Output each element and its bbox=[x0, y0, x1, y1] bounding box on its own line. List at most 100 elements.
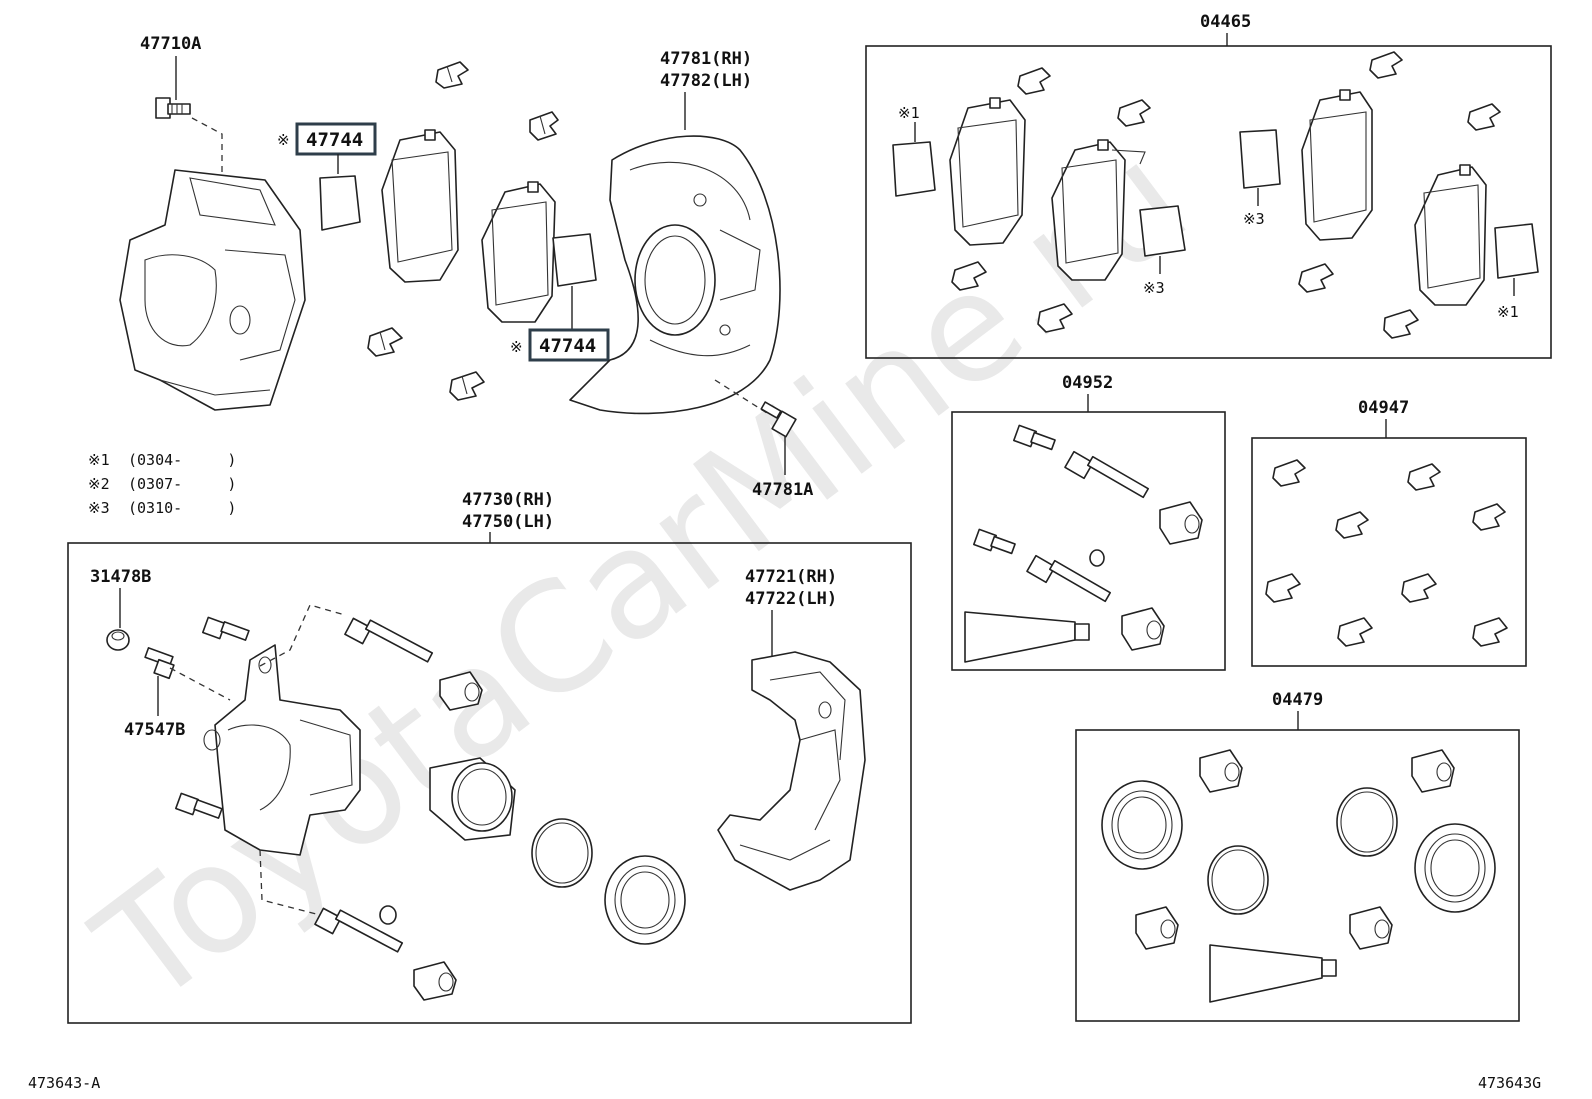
kit-slide-pin-1[interactable] bbox=[1064, 450, 1150, 499]
slide-pin-upper[interactable] bbox=[344, 617, 434, 663]
cylinder-boot[interactable] bbox=[604, 855, 686, 945]
pad-kit-shim-3[interactable] bbox=[1239, 129, 1281, 189]
label-47710A[interactable]: 47710A bbox=[140, 34, 201, 54]
pad-kit-shim-4[interactable] bbox=[1494, 223, 1539, 279]
pad-kit-clip-1[interactable] bbox=[1017, 67, 1051, 95]
label-31478B[interactable]: 31478B bbox=[90, 567, 151, 587]
label-47750LH[interactable]: 47750(LH) bbox=[462, 512, 554, 532]
clip-kit-clip-7[interactable] bbox=[1337, 617, 1373, 647]
label-47722LH[interactable]: 47722(LH) bbox=[745, 589, 837, 609]
clip-kit-clip-1[interactable] bbox=[1272, 459, 1306, 487]
seal-kit-boot-2[interactable] bbox=[1414, 823, 1496, 913]
seal-kit-bushing-4[interactable] bbox=[1349, 906, 1393, 950]
note-range-2: (0307- ) bbox=[128, 475, 236, 493]
label-04947[interactable]: 04947 bbox=[1358, 398, 1409, 418]
anti-rattle-clip-1[interactable] bbox=[435, 61, 469, 89]
caliper-cylinder-top[interactable] bbox=[119, 169, 306, 411]
seal-kit-bushing-1[interactable] bbox=[1199, 749, 1243, 793]
piston-seal[interactable] bbox=[531, 818, 593, 888]
kit-bushing-2[interactable] bbox=[1121, 607, 1165, 651]
dust-cover-bolt[interactable] bbox=[760, 401, 797, 438]
caliper-bolt-upper[interactable] bbox=[202, 616, 250, 641]
pad-kit-clip-5[interactable] bbox=[951, 261, 987, 291]
clip-kit-clip-6[interactable] bbox=[1401, 573, 1437, 603]
kit-ring[interactable] bbox=[1089, 549, 1105, 567]
pad-kit-pad-3[interactable] bbox=[1301, 89, 1373, 241]
pad-kit-clip-3[interactable] bbox=[1369, 51, 1403, 79]
kit-bolt-2[interactable] bbox=[973, 528, 1016, 555]
label-47744-1[interactable]: 47744 bbox=[306, 129, 363, 151]
kit-bushing-1[interactable] bbox=[1159, 501, 1203, 545]
label-04952[interactable]: 04952 bbox=[1062, 373, 1113, 393]
caliper-bolt[interactable] bbox=[155, 97, 191, 119]
seal-kit-boot-1[interactable] bbox=[1101, 780, 1183, 870]
clip-kit-clip-5[interactable] bbox=[1265, 573, 1301, 603]
clip-kit-clip-8[interactable] bbox=[1472, 617, 1508, 647]
pad-kit-clip-4[interactable] bbox=[1467, 103, 1501, 131]
note-mark-2: ※2 bbox=[88, 475, 110, 493]
label-47744-2[interactable]: 47744 bbox=[539, 335, 596, 357]
pad-kit-shim-2[interactable] bbox=[1139, 205, 1186, 257]
caliper-mounting[interactable] bbox=[717, 651, 866, 891]
anti-rattle-clip-2[interactable] bbox=[529, 111, 559, 141]
caliper-cylinder[interactable] bbox=[203, 644, 361, 856]
dashed-guide bbox=[191, 117, 223, 190]
highlight-box-47744-2[interactable] bbox=[528, 328, 610, 362]
seal-kit-seal-1[interactable] bbox=[1336, 787, 1398, 857]
pad-kit-mark-1: ※1 bbox=[898, 104, 920, 122]
footer-left-code: 473643-A bbox=[28, 1074, 100, 1092]
footer-right-code: 473643G bbox=[1478, 1074, 1541, 1092]
pad-kit-shim-1[interactable] bbox=[892, 141, 936, 197]
pad-kit-clip-6[interactable] bbox=[1037, 303, 1073, 333]
slide-pin-lower[interactable] bbox=[314, 907, 404, 953]
bleeder-plug-cap[interactable] bbox=[106, 629, 130, 651]
pad-kit-clip-2[interactable] bbox=[1117, 99, 1151, 127]
seal-kit-bushing-2[interactable] bbox=[1411, 749, 1455, 793]
dashed-guide-5 bbox=[259, 849, 321, 916]
brake-pad-outer[interactable] bbox=[381, 129, 459, 283]
label-47781A[interactable]: 47781A bbox=[752, 480, 813, 500]
note-mark-3: ※3 bbox=[88, 499, 110, 517]
anti-rattle-clip-3[interactable] bbox=[367, 327, 403, 357]
pad-shim-1[interactable] bbox=[319, 175, 361, 231]
caliper-piston[interactable] bbox=[429, 757, 516, 841]
slide-bushing-upper[interactable] bbox=[439, 671, 483, 711]
bleeder-plug[interactable] bbox=[144, 647, 175, 680]
pad-kit-pad-4[interactable] bbox=[1414, 164, 1487, 306]
label-47730RH[interactable]: 47730(RH) bbox=[462, 490, 554, 510]
pad-kit-clip-8[interactable] bbox=[1383, 309, 1419, 339]
seal-kit-bushing-3[interactable] bbox=[1135, 906, 1179, 950]
pad-shim-2[interactable] bbox=[552, 233, 597, 287]
pad-kit-pad-1[interactable] bbox=[949, 97, 1026, 246]
label-04479[interactable]: 04479 bbox=[1272, 690, 1323, 710]
label-04465[interactable]: 04465 bbox=[1200, 12, 1251, 32]
brake-pad-inner[interactable] bbox=[481, 181, 556, 323]
clip-kit-clip-4[interactable] bbox=[1472, 503, 1506, 531]
label-47547B[interactable]: 47547B bbox=[124, 720, 185, 740]
slide-bushing-lower[interactable] bbox=[413, 961, 457, 1001]
label-47782LH[interactable]: 47782(LH) bbox=[660, 71, 752, 91]
kit-grease-tube-1[interactable] bbox=[964, 611, 1090, 663]
clip-kit-box bbox=[1251, 437, 1527, 667]
anti-rattle-clip-4[interactable] bbox=[449, 371, 485, 401]
clip-kit-clip-2[interactable] bbox=[1407, 463, 1441, 491]
kit-slide-pin-2[interactable] bbox=[1026, 554, 1112, 603]
small-cap[interactable] bbox=[379, 905, 397, 925]
note-range-3: (0310- ) bbox=[128, 499, 236, 517]
pad-kit-mark-3: ※3 bbox=[1243, 210, 1265, 228]
pad-kit-mark-4: ※1 bbox=[1497, 303, 1519, 321]
caliper-bolt-lower[interactable] bbox=[175, 792, 223, 819]
seal-kit-grease-tube[interactable] bbox=[1209, 944, 1337, 1003]
kit-bolt-1[interactable] bbox=[1013, 424, 1056, 451]
slide-pin-kit-box bbox=[951, 411, 1226, 671]
disc-brake-dust-cover[interactable] bbox=[569, 135, 781, 415]
label-mark-1: ※ bbox=[277, 131, 290, 149]
label-47721RH[interactable]: 47721(RH) bbox=[745, 567, 837, 587]
pad-kit-pad-2[interactable] bbox=[1051, 139, 1146, 281]
pad-kit-clip-7[interactable] bbox=[1298, 263, 1334, 293]
pad-kit-box bbox=[865, 45, 1552, 359]
seal-kit-seal-2[interactable] bbox=[1207, 845, 1269, 915]
label-47781RH[interactable]: 47781(RH) bbox=[660, 49, 752, 69]
highlight-box-47744-1[interactable] bbox=[295, 122, 377, 156]
clip-kit-clip-3[interactable] bbox=[1335, 511, 1369, 539]
